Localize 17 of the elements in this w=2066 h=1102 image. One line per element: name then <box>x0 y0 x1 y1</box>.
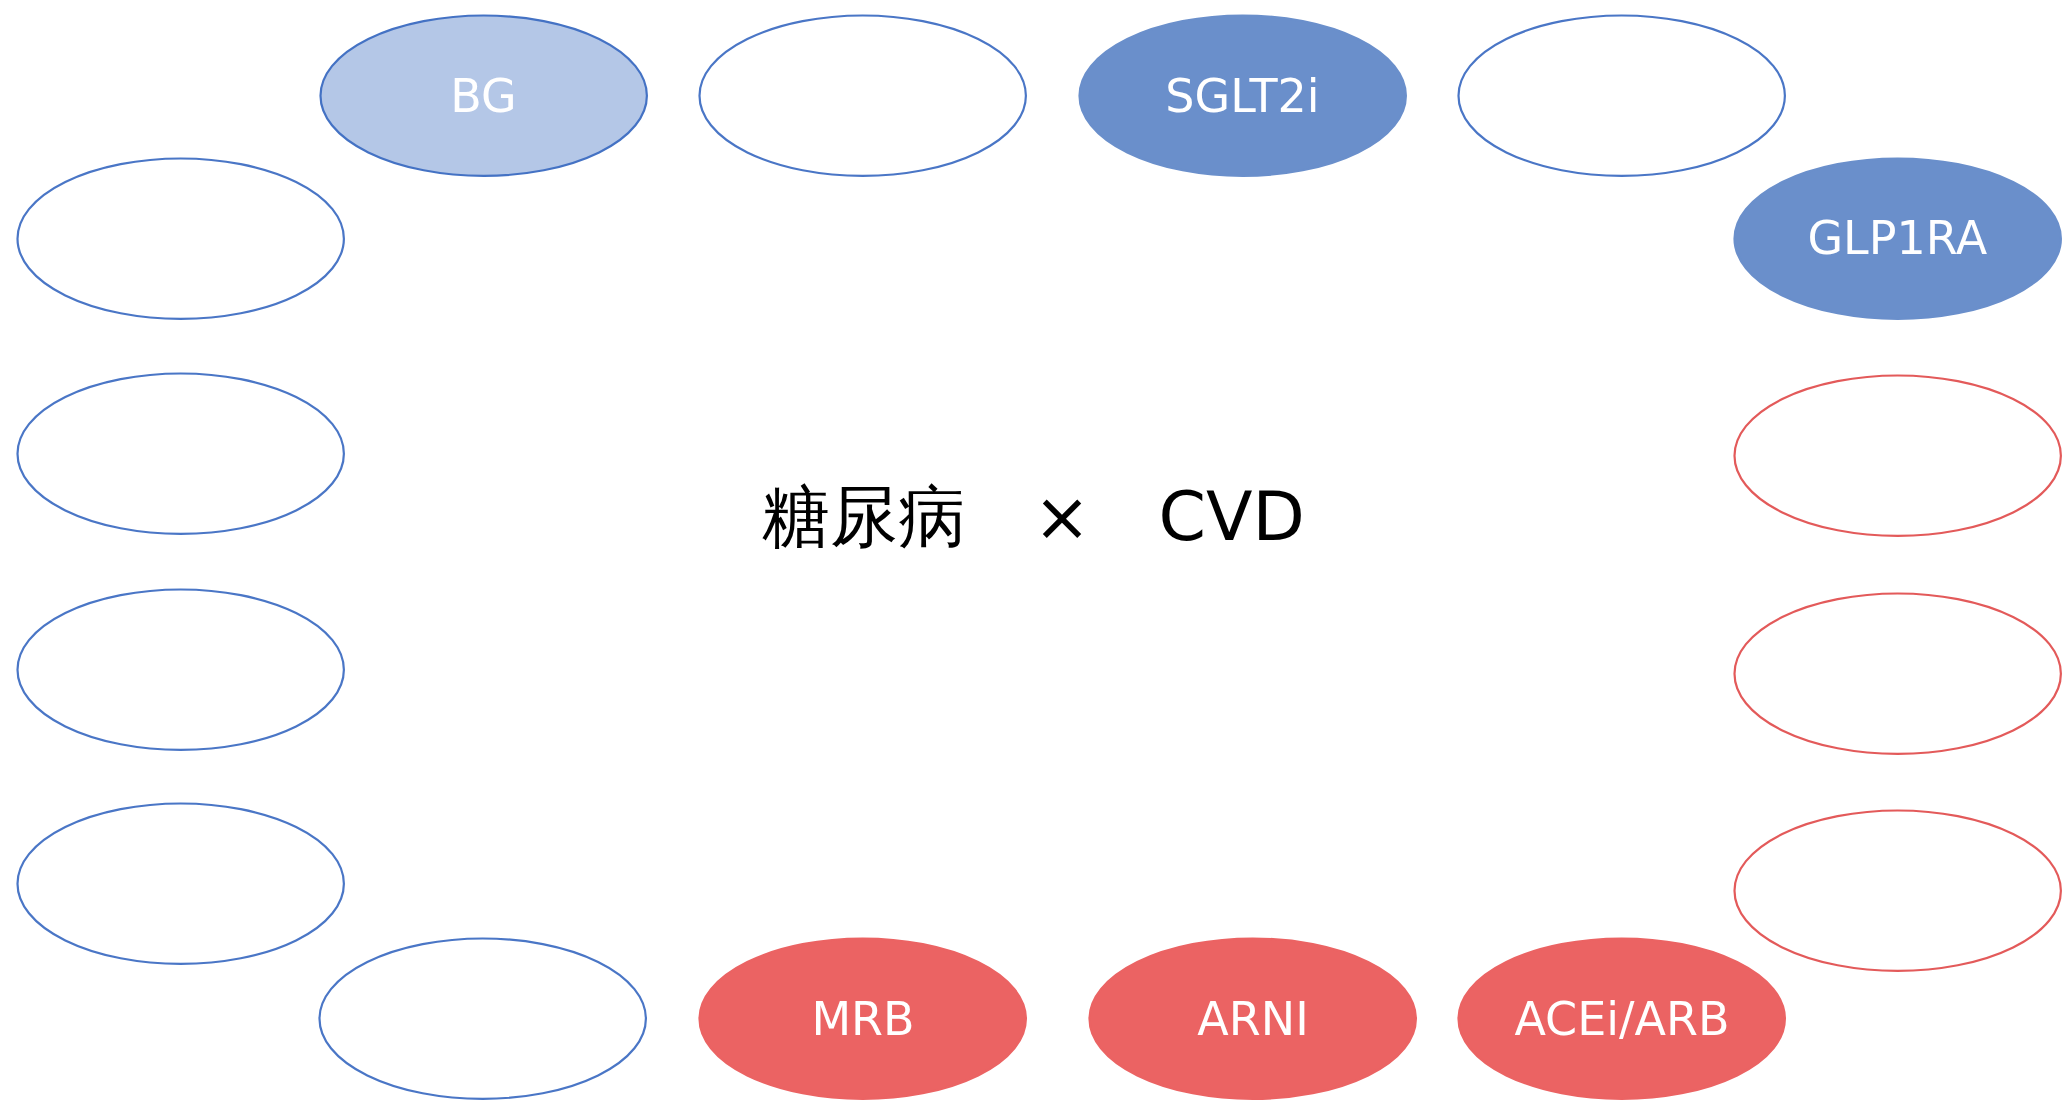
oval <box>15 371 346 535</box>
oval: BG <box>318 14 649 178</box>
oval: ARNI <box>1088 936 1418 1101</box>
oval <box>15 802 346 966</box>
oval <box>1732 809 2063 973</box>
oval <box>698 14 1028 178</box>
oval <box>317 936 647 1101</box>
oval <box>1457 14 1787 178</box>
oval: SGLT2i <box>1077 14 1408 178</box>
oval <box>15 156 346 321</box>
oval: GLP1RA <box>1732 156 2063 321</box>
oval <box>1732 374 2063 538</box>
center-title: 糖尿病 × CVD <box>761 476 1305 559</box>
oval: ACEi/ARB <box>1457 936 1787 1101</box>
oval: MRB <box>698 936 1028 1101</box>
oval <box>15 587 346 751</box>
oval <box>1732 591 2063 755</box>
